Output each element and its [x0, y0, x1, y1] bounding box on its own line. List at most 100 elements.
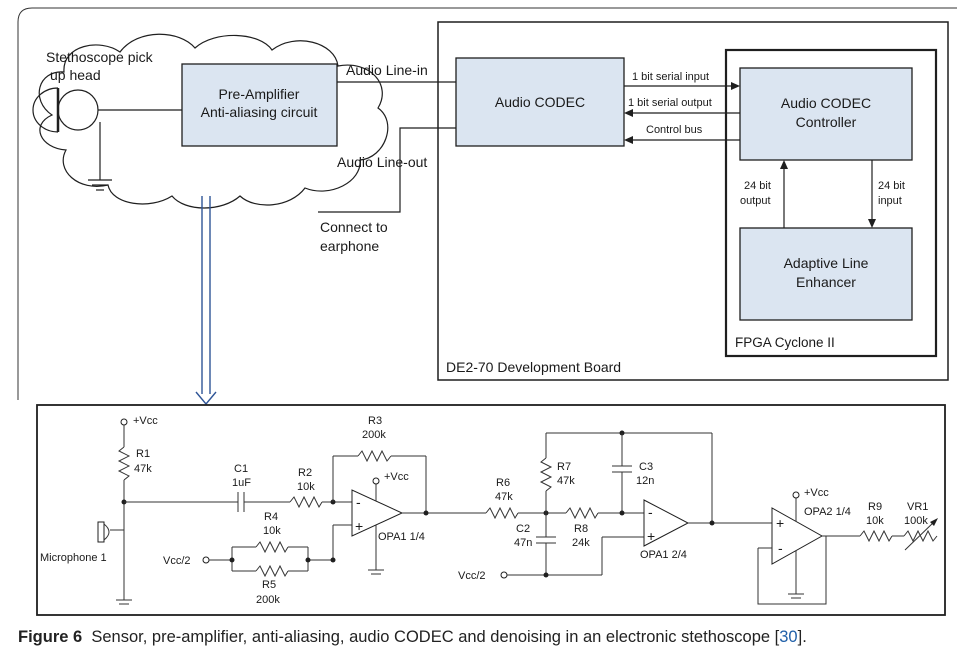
vcc2a-node	[202, 556, 210, 564]
node-r45-right	[305, 557, 311, 563]
c1-value: 1uF	[232, 477, 251, 489]
out24-label-l1: 24 bit	[744, 180, 771, 192]
control-bus-label: Control bus	[646, 124, 703, 136]
ale-label-l1: Adaptive Line	[784, 255, 869, 271]
opa3-vcc-node	[792, 491, 800, 499]
out24-arrow	[780, 160, 788, 169]
r6-value: 47k	[495, 491, 513, 503]
r5-value: 200k	[256, 594, 280, 606]
r7-value: 47k	[557, 475, 575, 487]
serial-output-label: 1 bit serial output	[628, 97, 712, 109]
r8-resistor	[565, 506, 599, 520]
out24-label-l2: output	[740, 195, 771, 207]
r2-resistor	[289, 495, 323, 509]
zoom-arrow-head	[195, 391, 217, 406]
caption-text: Sensor, pre-amplifier, anti-aliasing, au…	[91, 628, 780, 646]
ale-block	[739, 227, 913, 321]
stethoscope-head-arc	[32, 87, 59, 133]
opa2-triangle	[643, 499, 690, 547]
fpga-label: FPGA Cyclone II	[735, 335, 835, 350]
serial-output-arrow	[624, 109, 633, 117]
opa3-vcc-label: +Vcc	[804, 487, 829, 499]
opa2-minus: -	[648, 504, 653, 520]
preamp-block	[181, 63, 338, 147]
r3-name: R3	[368, 415, 382, 427]
sensor-label-l2: up head	[50, 67, 101, 83]
r6-name: R6	[496, 477, 510, 489]
r8-value: 24k	[572, 537, 590, 549]
node-c2-bottom	[543, 572, 549, 578]
c1-name: C1	[234, 463, 248, 475]
controller-label-l2: Controller	[796, 114, 857, 130]
node-r8	[619, 510, 625, 516]
audio-codec-block	[455, 57, 625, 147]
r2-name: R2	[298, 467, 312, 479]
serial-input-arrow	[731, 82, 740, 90]
stethoscope-head-circle	[57, 89, 99, 131]
opa1-plus: +	[355, 518, 363, 534]
r9-value: 10k	[866, 515, 884, 527]
c2-name: C2	[516, 523, 530, 535]
c2-value: 47n	[514, 537, 532, 549]
microphone-arc	[103, 523, 110, 541]
r3-resistor	[357, 449, 392, 463]
outer-frame-top	[17, 7, 957, 23]
codec-controller-block	[739, 67, 913, 161]
opa1-vcc-node	[372, 477, 380, 485]
r7-name: R7	[557, 461, 571, 473]
caption-label: Figure 6	[18, 628, 83, 646]
opa3-triangle	[771, 507, 824, 565]
c3-value: 12n	[636, 475, 654, 487]
figure-caption: Figure 6 Sensor, pre-amplifier, anti-ali…	[18, 628, 807, 647]
controller-label-l1: Audio CODEC	[781, 95, 871, 111]
opa1-label: OPA1 1/4	[378, 531, 425, 543]
r5-resistor	[255, 564, 289, 578]
node-r45-left	[229, 557, 235, 563]
line-in-label: Audio Line-in	[346, 62, 428, 78]
mic-label: Microphone 1	[40, 552, 107, 564]
serial-input-label: 1 bit serial input	[632, 71, 709, 83]
earphone-label-l1: Connect to	[320, 219, 388, 235]
r9-name: R9	[868, 501, 882, 513]
r1-resistor	[117, 446, 131, 481]
r4-value: 10k	[263, 525, 281, 537]
fpga-frame	[724, 48, 938, 358]
line-out-wire	[318, 127, 456, 213]
r8-name: R8	[574, 523, 588, 535]
r1-value: 47k	[134, 463, 152, 475]
vr1-resistor	[903, 529, 938, 543]
caption-end: ].	[797, 628, 807, 646]
ale-label-l2: Enhancer	[796, 274, 856, 290]
in24-label-l2: input	[878, 195, 902, 207]
vr1-name: VR1	[907, 501, 928, 513]
vr1-wiper-arrow	[930, 518, 938, 526]
r9-resistor	[859, 529, 893, 543]
preamp-label-l1: Pre-Amplifier	[219, 86, 300, 102]
control-bus-arrow	[624, 136, 633, 144]
audio-codec-label: Audio CODEC	[495, 94, 585, 110]
sensor-label-l1: Stethoscope pick	[46, 49, 154, 65]
board-label: DE2-70 Development Board	[446, 359, 621, 375]
opa3-feedback-wire	[757, 536, 827, 605]
opa2-label: OPA1 2/4	[640, 549, 687, 561]
caption-ref-link[interactable]: 30	[779, 628, 798, 646]
opa3-minus: -	[778, 540, 783, 556]
r4-name: R4	[264, 511, 278, 523]
c3-name: C3	[639, 461, 653, 473]
node-out1	[423, 510, 429, 516]
r1-name: R1	[136, 448, 150, 460]
r5-name: R5	[262, 579, 276, 591]
r2-value: 10k	[297, 481, 315, 493]
r3-value: 200k	[362, 429, 386, 441]
node-r45-opa	[330, 557, 336, 563]
vcc2b-label: Vcc/2	[458, 570, 486, 582]
line-out-label: Audio Line-out	[337, 154, 427, 170]
opa1-minus: -	[356, 494, 361, 510]
vcc2b-node	[500, 571, 508, 579]
vr1-value: 100k	[904, 515, 928, 527]
opa3-plus: +	[776, 515, 784, 531]
vr1-wiper	[904, 519, 937, 551]
opa1-triangle	[351, 489, 404, 537]
